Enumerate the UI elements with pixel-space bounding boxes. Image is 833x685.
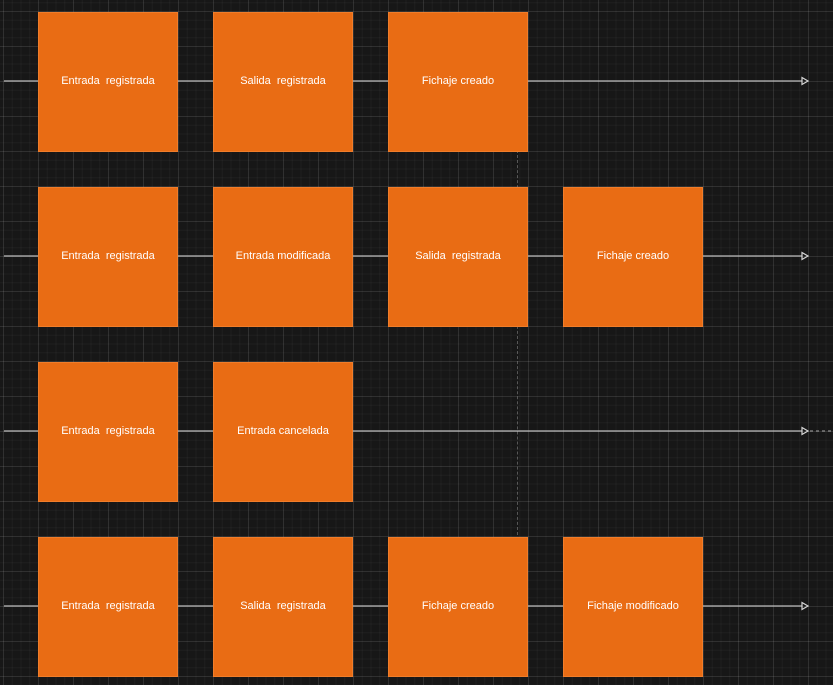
event-node[interactable]: Fichaje creado — [388, 537, 528, 677]
lane-2-arrowhead-icon — [801, 251, 810, 261]
event-node[interactable]: Salida registrada — [388, 187, 528, 327]
event-node[interactable]: Entrada cancelada — [213, 362, 353, 502]
event-node-label: Fichaje modificado — [587, 600, 679, 613]
event-node-label: Entrada registrada — [61, 75, 155, 88]
event-node-label: Entrada registrada — [61, 600, 155, 613]
lane-3-arrowhead-icon — [801, 426, 810, 436]
event-node[interactable]: Entrada modificada — [213, 187, 353, 327]
event-node-label: Fichaje creado — [596, 250, 670, 263]
event-node[interactable]: Salida registrada — [213, 12, 353, 152]
event-node[interactable]: Entrada registrada — [38, 362, 178, 502]
lane-1-arrowhead-icon — [801, 76, 810, 86]
event-node-label: Salida registrada — [240, 75, 326, 88]
vertical-guide-line — [517, 150, 518, 540]
lane-4-arrowhead-icon — [801, 601, 810, 611]
event-node[interactable]: Entrada registrada — [38, 12, 178, 152]
event-node[interactable]: Fichaje modificado — [563, 537, 703, 677]
event-node-label: Entrada registrada — [61, 425, 155, 438]
event-node-label: Entrada cancelada — [237, 425, 329, 438]
event-node-label: Entrada registrada — [61, 250, 155, 263]
event-node-label: Salida registrada — [240, 600, 326, 613]
event-node-label: Salida registrada — [415, 250, 501, 263]
event-node[interactable]: Fichaje creado — [563, 187, 703, 327]
event-node[interactable]: Entrada registrada — [38, 537, 178, 677]
event-node-label: Fichaje creado — [421, 75, 495, 88]
event-node[interactable]: Salida registrada — [213, 537, 353, 677]
event-node[interactable]: Fichaje creado — [388, 12, 528, 152]
event-node-label: Entrada modificada — [235, 250, 331, 263]
event-node-label: Fichaje creado — [421, 600, 495, 613]
event-node[interactable]: Entrada registrada — [38, 187, 178, 327]
